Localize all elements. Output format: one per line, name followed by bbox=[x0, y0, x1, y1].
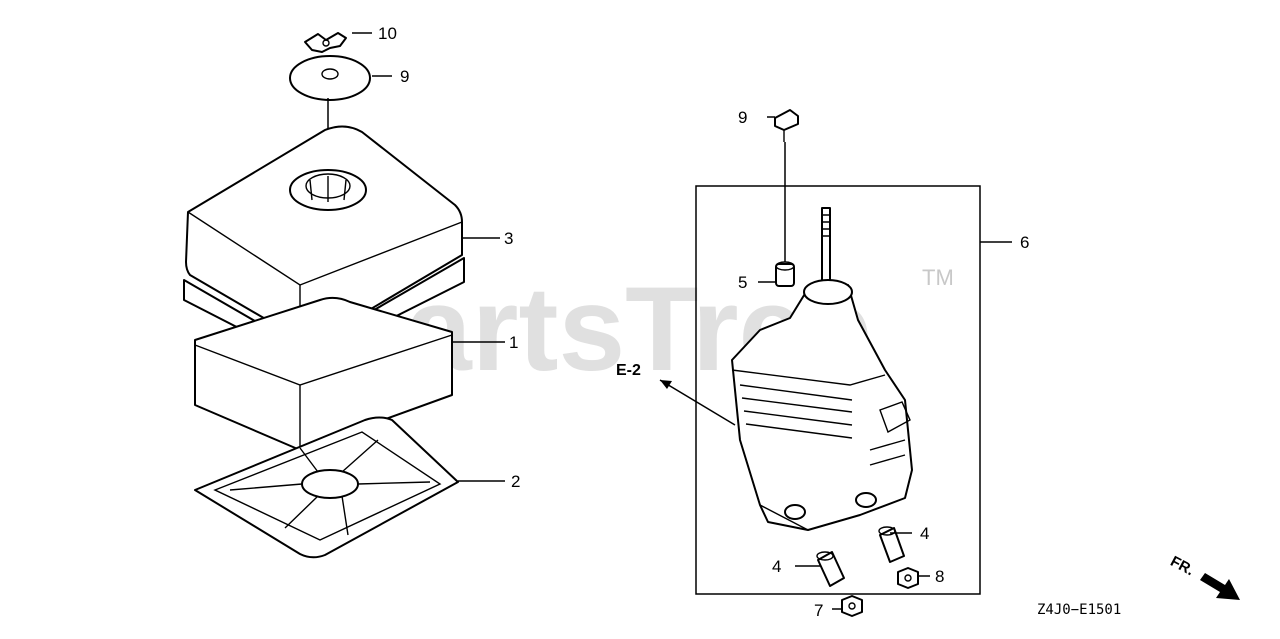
pipe-rubber-left[interactable] bbox=[816, 551, 845, 587]
filter-grid[interactable] bbox=[194, 416, 459, 559]
callout-3: 3 bbox=[504, 229, 513, 248]
callout-6: 6 bbox=[1020, 233, 1029, 252]
flange-bolt[interactable] bbox=[774, 109, 799, 142]
direction-label: FR. bbox=[1168, 553, 1197, 579]
callout-9-bottom: 7 bbox=[814, 601, 823, 620]
callout-8: 10 bbox=[378, 24, 397, 43]
callout-10: 9 bbox=[738, 108, 747, 127]
assembly-boundary bbox=[695, 185, 981, 595]
pipe-rubber-right[interactable] bbox=[878, 526, 905, 563]
callout-4-right: 4 bbox=[920, 524, 929, 543]
diagram-code: Z4J0−E1501 bbox=[1037, 602, 1121, 618]
callout-1: 1 bbox=[509, 333, 518, 352]
air-cleaner-cover[interactable] bbox=[183, 125, 465, 363]
air-intake-housing[interactable] bbox=[731, 279, 913, 531]
nut-right[interactable] bbox=[897, 567, 919, 589]
nut-bottom[interactable] bbox=[841, 595, 863, 617]
cover-washer[interactable] bbox=[289, 55, 371, 101]
callout-2: 2 bbox=[511, 472, 520, 491]
wing-nut[interactable] bbox=[304, 32, 347, 53]
reference-label: E-2 bbox=[616, 362, 641, 379]
callout-4-left: 4 bbox=[772, 557, 781, 576]
collar[interactable] bbox=[775, 261, 795, 287]
callout-9-right: 8 bbox=[935, 567, 944, 586]
foam-filter-element[interactable] bbox=[194, 296, 453, 451]
front-direction-arrow bbox=[1200, 573, 1240, 600]
watermark-trademark: TM bbox=[922, 265, 954, 290]
reference-arrow bbox=[659, 379, 736, 426]
callout-5: 5 bbox=[738, 273, 747, 292]
callout-7: 9 bbox=[400, 67, 409, 86]
reference-arrowhead bbox=[660, 380, 672, 389]
